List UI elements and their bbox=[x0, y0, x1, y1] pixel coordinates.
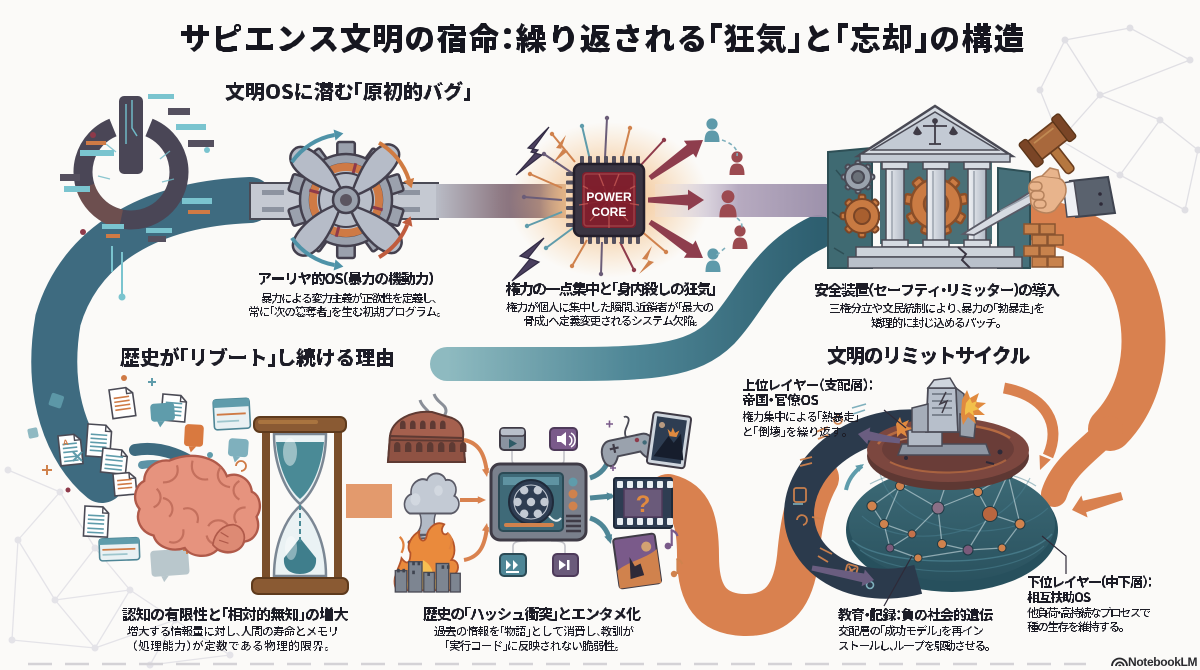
svg-text:?: ? bbox=[636, 491, 651, 518]
svg-text:NotebookLM: NotebookLM bbox=[1128, 655, 1198, 669]
svg-text:POWER: POWER bbox=[586, 190, 632, 204]
svg-text:CORE: CORE bbox=[592, 205, 627, 219]
svg-text:A: A bbox=[62, 438, 69, 448]
